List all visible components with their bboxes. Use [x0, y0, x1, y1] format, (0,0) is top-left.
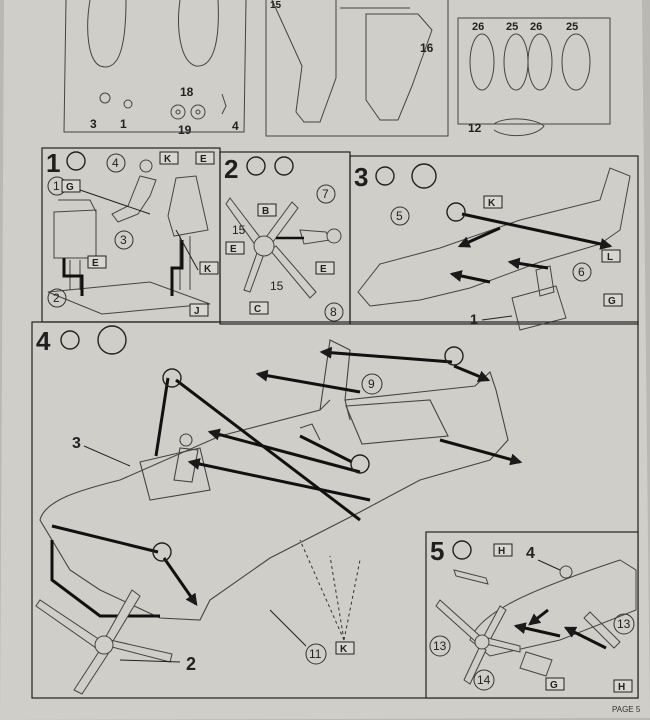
glue-icon: [152, 542, 172, 562]
sprue-part-18: 18: [180, 85, 194, 99]
step-5-number: 5: [430, 536, 444, 566]
sprue-part-25a: 25: [506, 21, 518, 33]
paint-icon: [274, 156, 294, 176]
paint-icon: [97, 325, 127, 355]
glue-icon: [60, 330, 80, 350]
step-3-part-1: 1: [470, 311, 478, 327]
sprue-part-16: 16: [420, 41, 434, 55]
glue-icon: [162, 368, 182, 388]
step-3-number: 3: [354, 162, 368, 192]
step-2-part-7: 7: [322, 187, 329, 201]
step-5-part-13b: 13: [617, 617, 631, 631]
step-5-part-14: 14: [477, 673, 491, 687]
step-4-panel: 4: [31, 321, 639, 699]
step-2-part-15a: 15: [232, 223, 246, 237]
step-2-part-15b: 15: [270, 279, 284, 293]
step-4-number: 4: [36, 326, 51, 356]
step-4-part-3: 3: [72, 435, 81, 452]
step-2-part-8: 8: [330, 305, 337, 319]
step-1-part-1: 1: [53, 179, 60, 193]
glue-icon: [444, 346, 464, 366]
step-4-part-9: 9: [368, 377, 375, 391]
step-3-part-5: 5: [396, 209, 403, 223]
step-5-panel: 5 4 13 13 14: [425, 531, 639, 699]
step-1-part-4: 4: [112, 156, 119, 170]
step-1-tag-g: G: [66, 182, 74, 193]
step-3-tag-g: G: [608, 296, 616, 307]
step-2-tag-c: C: [254, 304, 261, 315]
step-2-tag-b: B: [262, 206, 269, 217]
glue-icon: [66, 151, 86, 171]
sprue-part-26b: 26: [530, 21, 542, 33]
step-2-tag-e2: E: [320, 264, 327, 275]
sprue-part-3: 3: [90, 117, 97, 131]
page-number: PAGE 5: [612, 705, 641, 714]
step-2-tag-e1: E: [230, 244, 237, 255]
step-4-tag-k: K: [340, 644, 348, 655]
step-1-part-2: 2: [53, 291, 60, 305]
step-5-tag-h2: H: [618, 682, 625, 693]
glue-icon: [446, 202, 466, 222]
step-2-number: 2: [224, 154, 238, 184]
step-5-tag-h1: H: [498, 546, 505, 557]
step-4-part-2: 2: [186, 654, 196, 674]
sprue-section: [63, 0, 611, 137]
sprue-part-12: 12: [468, 121, 482, 135]
step-1-part-3: 3: [120, 233, 127, 247]
step-3-part-6: 6: [578, 265, 585, 279]
step-1-tag-e2: E: [200, 154, 207, 165]
sprue-part-15: 15: [270, 0, 282, 11]
step-5-tag-g: G: [550, 680, 558, 691]
step-3-tag-k: K: [488, 198, 496, 209]
sprue-part-1: 1: [120, 117, 127, 131]
step-5-part-13a: 13: [433, 639, 447, 653]
paint-icon: [411, 163, 437, 189]
sprue-part-19: 19: [178, 123, 192, 137]
step-1-tag-j: J: [194, 306, 200, 317]
glue-icon: [452, 540, 472, 560]
step-1-number: 1: [46, 148, 60, 178]
step-3-tag-l: L: [607, 252, 613, 263]
step-1-tag-e1: E: [92, 258, 99, 269]
sprue-part-26a: 26: [472, 21, 484, 33]
glue-icon: [350, 454, 370, 474]
step-4-part-11: 11: [309, 647, 322, 661]
step-3-panel: 3 5 6 1 K L G: [349, 155, 639, 331]
step-5-part-4: 4: [526, 545, 535, 562]
step-1-tag-k1: K: [164, 154, 172, 165]
glue-icon: [375, 166, 395, 186]
sprue-part-25b: 25: [566, 21, 578, 33]
glue-icon: [246, 156, 266, 176]
step-1-tag-k2: K: [204, 264, 212, 275]
sprue-part-4: 4: [232, 119, 239, 133]
